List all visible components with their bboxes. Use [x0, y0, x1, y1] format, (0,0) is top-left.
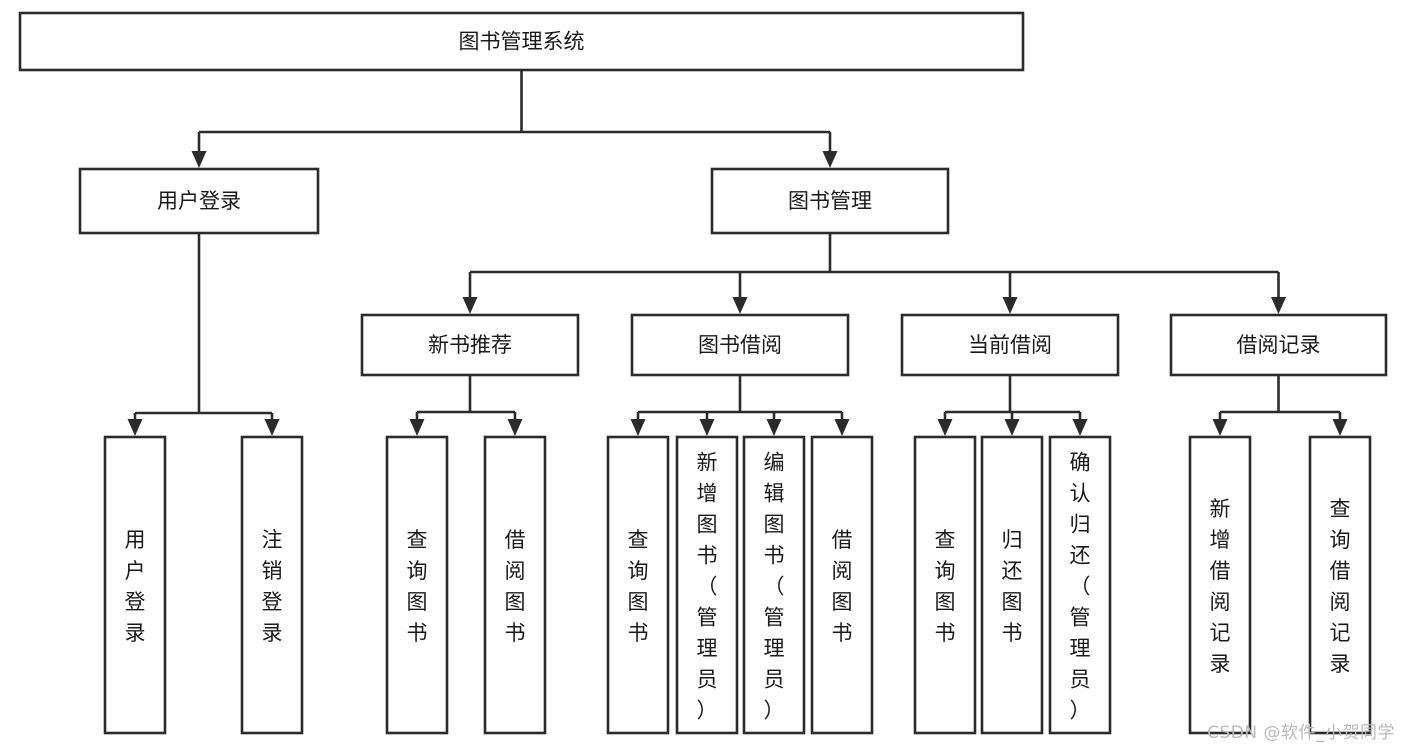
arrow-head-icon: [507, 419, 523, 436]
node-l2_1[interactable]: 用户登录: [78, 167, 320, 235]
node-leaf_13[interactable]: 查询借阅记录: [1308, 435, 1372, 735]
node-label: 新书推荐: [428, 333, 512, 357]
node-box[interactable]: [606, 435, 670, 735]
node-box[interactable]: [103, 435, 167, 735]
node-label: 用户登录: [125, 528, 146, 645]
node-label: 查询图书: [628, 528, 649, 645]
node-box[interactable]: [18, 11, 1025, 72]
node-leaf_7[interactable]: 编辑图书（管理员）: [742, 435, 806, 735]
node-box[interactable]: [483, 435, 547, 735]
arrow-head-icon: [630, 419, 646, 436]
arrow-head-icon: [409, 419, 425, 436]
arrow-head-icon: [264, 419, 280, 436]
node-label: 当前借阅: [968, 333, 1052, 357]
node-box[interactable]: [1048, 435, 1112, 735]
node-leaf_9[interactable]: 查询图书: [913, 435, 977, 735]
arrow-head-icon: [732, 297, 748, 314]
node-l2_2[interactable]: 图书管理: [710, 167, 950, 235]
node-box[interactable]: [913, 435, 977, 735]
node-box[interactable]: [1308, 435, 1372, 735]
arrow-head-icon: [822, 151, 838, 168]
arrow-head-icon: [127, 419, 143, 436]
node-root[interactable]: 图书管理系统: [18, 11, 1025, 72]
node-box[interactable]: [78, 167, 320, 235]
node-l3_3[interactable]: 当前借阅: [900, 313, 1120, 377]
node-box[interactable]: [742, 435, 806, 735]
node-box[interactable]: [240, 435, 304, 735]
node-leaf_8[interactable]: 借阅图书: [810, 435, 874, 735]
node-label: 编辑图书（管理员）: [764, 451, 785, 723]
arrow-head-icon: [191, 151, 207, 168]
node-label: 查询图书: [407, 528, 428, 645]
node-leaf_4[interactable]: 借阅图书: [483, 435, 547, 735]
node-leaf_5[interactable]: 查询图书: [606, 435, 670, 735]
arrow-head-icon: [699, 419, 715, 436]
node-label: 查询借阅记录: [1330, 497, 1351, 676]
node-box[interactable]: [1188, 435, 1252, 735]
arrow-head-icon: [462, 297, 478, 314]
node-label: 归还图书: [1002, 528, 1023, 645]
node-label: 图书管理: [788, 189, 872, 213]
arrow-head-icon: [834, 419, 850, 436]
node-box[interactable]: [810, 435, 874, 735]
node-box[interactable]: [360, 313, 580, 377]
node-box[interactable]: [710, 167, 950, 235]
arrow-head-icon: [1004, 419, 1020, 436]
node-box[interactable]: [385, 435, 449, 735]
node-box[interactable]: [980, 435, 1044, 735]
arrow-head-icon: [1271, 297, 1286, 314]
arrow-head-icon: [766, 419, 782, 436]
node-leaf_2[interactable]: 注销登录: [240, 435, 304, 735]
arrow-head-icon: [1002, 297, 1018, 314]
node-leaf_11[interactable]: 确认归还（管理员）: [1048, 435, 1112, 735]
node-label: 注销登录: [262, 528, 283, 645]
node-l3_2[interactable]: 图书借阅: [630, 313, 850, 377]
node-leaf_10[interactable]: 归还图书: [980, 435, 1044, 735]
node-leaf_6[interactable]: 新增图书（管理员）: [675, 435, 739, 735]
node-label: 借阅图书: [505, 528, 526, 645]
node-label: 确认归还（管理员）: [1070, 451, 1091, 723]
node-label: 图书借阅: [698, 333, 782, 357]
arrow-head-icon: [1072, 419, 1088, 436]
node-leaf_12[interactable]: 新增借阅记录: [1188, 435, 1252, 735]
node-leaf_3[interactable]: 查询图书: [385, 435, 449, 735]
node-box[interactable]: [630, 313, 850, 377]
arrow-head-icon: [1212, 419, 1228, 436]
arrow-head-icon: [937, 419, 953, 436]
connector-layer: [127, 70, 1348, 436]
node-label: 查询图书: [935, 528, 956, 645]
node-l3_4[interactable]: 借阅记录: [1169, 313, 1388, 377]
node-label: 借阅记录: [1237, 333, 1321, 357]
node-label: 用户登录: [157, 189, 241, 213]
arrow-head-icon: [1332, 419, 1348, 436]
node-box[interactable]: [900, 313, 1120, 377]
node-label: 新增借阅记录: [1210, 497, 1231, 676]
node-label: 图书管理系统: [459, 30, 585, 54]
node-leaf_1[interactable]: 用户登录: [103, 435, 167, 735]
node-label: 新增图书（管理员）: [697, 451, 718, 723]
node-label: 借阅图书: [832, 528, 853, 645]
node-box[interactable]: [1169, 313, 1388, 377]
node-l3_1[interactable]: 新书推荐: [360, 313, 580, 377]
node-box[interactable]: [675, 435, 739, 735]
node-layer: 图书管理系统用户登录图书管理新书推荐图书借阅当前借阅借阅记录用户登录注销登录查询…: [18, 11, 1388, 735]
